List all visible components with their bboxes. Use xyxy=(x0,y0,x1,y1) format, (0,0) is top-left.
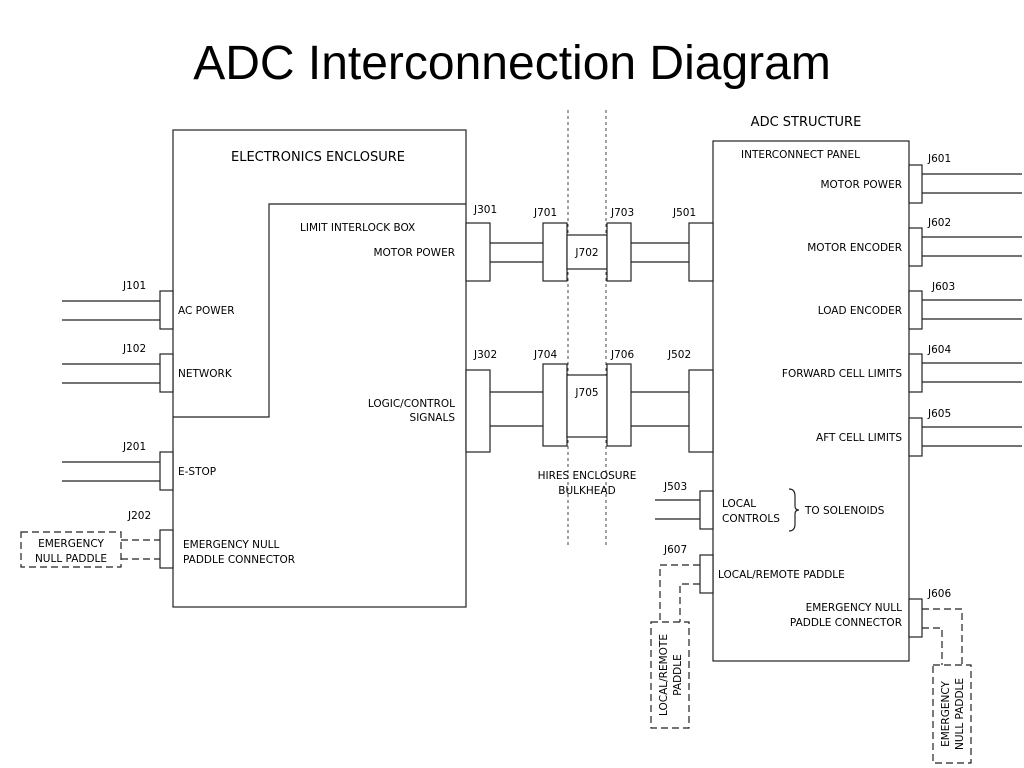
solenoid-brace xyxy=(788,488,800,532)
connector-j503-label: J503 xyxy=(663,481,687,493)
left-emergency-null-paddle xyxy=(20,531,122,568)
connector-j603 xyxy=(908,290,923,330)
local-controls-label-2: CONTROLS xyxy=(722,513,780,525)
connector-j302 xyxy=(465,369,491,453)
estop-label: E-STOP xyxy=(178,466,216,478)
adc-structure-heading: ADC STRUCTURE xyxy=(751,115,862,130)
connector-j705 xyxy=(566,374,608,438)
connector-j603-label: J603 xyxy=(931,281,955,293)
connector-j202 xyxy=(159,529,174,569)
logic-control-label-1: LOGIC/CONTROL xyxy=(368,398,455,410)
left-paddle-label-2: NULL PADDLE xyxy=(35,553,107,565)
limit-interlock-box-outline xyxy=(173,203,466,418)
connector-j601-label: J601 xyxy=(927,153,951,165)
connector-j607 xyxy=(699,554,714,594)
connector-j601 xyxy=(908,164,923,204)
connector-j606-label: J606 xyxy=(927,588,951,600)
connector-j701-label: J701 xyxy=(533,207,557,219)
connector-j101 xyxy=(159,290,174,330)
adc-null-label-2: PADDLE CONNECTOR xyxy=(790,617,902,629)
connector-j101-label: J101 xyxy=(122,280,146,292)
network-label: NETWORK xyxy=(178,368,233,380)
electronics-null-label-1: EMERGENCY NULL xyxy=(183,539,280,551)
interconnect-panel-label: INTERCONNECT PANEL xyxy=(741,149,860,161)
local-controls-label-1: LOCAL xyxy=(722,498,756,510)
connector-j201-label: J201 xyxy=(122,441,146,453)
connector-j706-label: J706 xyxy=(610,349,634,361)
forward-cell-limits-label: FORWARD CELL LIMITS xyxy=(782,368,902,380)
bottom-paddle-label-2: PADDLE xyxy=(672,654,684,696)
to-solenoids-label: TO SOLENOIDS xyxy=(804,505,885,517)
connector-j702-label: J702 xyxy=(574,247,598,259)
electronics-enclosure-box xyxy=(172,129,467,608)
connector-j501-label: J501 xyxy=(672,207,696,219)
local-remote-paddle-label: LOCAL/REMOTE PADDLE xyxy=(718,569,845,581)
connector-j703 xyxy=(606,222,632,282)
connector-j604 xyxy=(908,353,923,393)
connector-j706 xyxy=(606,363,632,447)
connector-j302-label: J302 xyxy=(473,349,497,361)
connector-j703-label: J703 xyxy=(610,207,634,219)
motor-power-label: MOTOR POWER xyxy=(373,247,455,259)
connector-j501 xyxy=(688,222,714,282)
connector-j704-label: J704 xyxy=(533,349,557,361)
right-paddle-label-1: EMERGENCY xyxy=(940,681,952,747)
bulkhead-label-2: BULKHEAD xyxy=(558,485,615,497)
connector-j502-label: J502 xyxy=(667,349,691,361)
connector-j503 xyxy=(699,490,714,530)
connector-j604-label: J604 xyxy=(927,344,951,356)
aft-cell-limits-label: AFT CELL LIMITS xyxy=(816,432,902,444)
connector-j201 xyxy=(159,451,174,491)
connector-j202-label: J202 xyxy=(127,510,151,522)
connector-j701 xyxy=(542,222,568,282)
connector-j602 xyxy=(908,227,923,267)
bottom-paddle-label-1: LOCAL/REMOTE xyxy=(658,634,670,716)
ac-power-label: AC POWER xyxy=(178,305,235,317)
connector-j605-label: J605 xyxy=(927,408,951,420)
connector-j102 xyxy=(159,353,174,393)
right-emergency-null-paddle xyxy=(932,664,972,764)
connector-j502 xyxy=(688,369,714,453)
connector-j602-label: J602 xyxy=(927,217,951,229)
electronics-null-label-2: PADDLE CONNECTOR xyxy=(183,554,295,566)
adc-null-label-1: EMERGENCY NULL xyxy=(806,602,903,614)
logic-control-label-2: SIGNALS xyxy=(410,412,456,424)
connector-j301 xyxy=(465,222,491,282)
local-remote-paddle-box xyxy=(650,621,690,729)
adc-structure-box xyxy=(712,140,910,662)
adc-motor-power-label: MOTOR POWER xyxy=(820,179,902,191)
load-encoder-label: LOAD ENCODER xyxy=(818,305,902,317)
connector-j102-label: J102 xyxy=(122,343,146,355)
connector-j607-label: J607 xyxy=(663,544,687,556)
motor-encoder-label: MOTOR ENCODER xyxy=(807,242,902,254)
connector-j704 xyxy=(542,363,568,447)
page-title: ADC Interconnection Diagram xyxy=(193,37,831,90)
connector-j605 xyxy=(908,417,923,457)
bulkhead-label-1: HIRES ENCLOSURE xyxy=(538,470,637,482)
connector-j301-label: J301 xyxy=(473,204,497,216)
electronics-enclosure-heading: ELECTRONICS ENCLOSURE xyxy=(231,150,405,165)
limit-interlock-box-label: LIMIT INTERLOCK BOX xyxy=(300,222,415,234)
left-paddle-label-1: EMERGENCY xyxy=(38,538,104,550)
right-paddle-label-2: NULL PADDLE xyxy=(954,678,966,750)
connector-j705-label: J705 xyxy=(574,387,598,399)
connector-j606 xyxy=(908,598,923,638)
